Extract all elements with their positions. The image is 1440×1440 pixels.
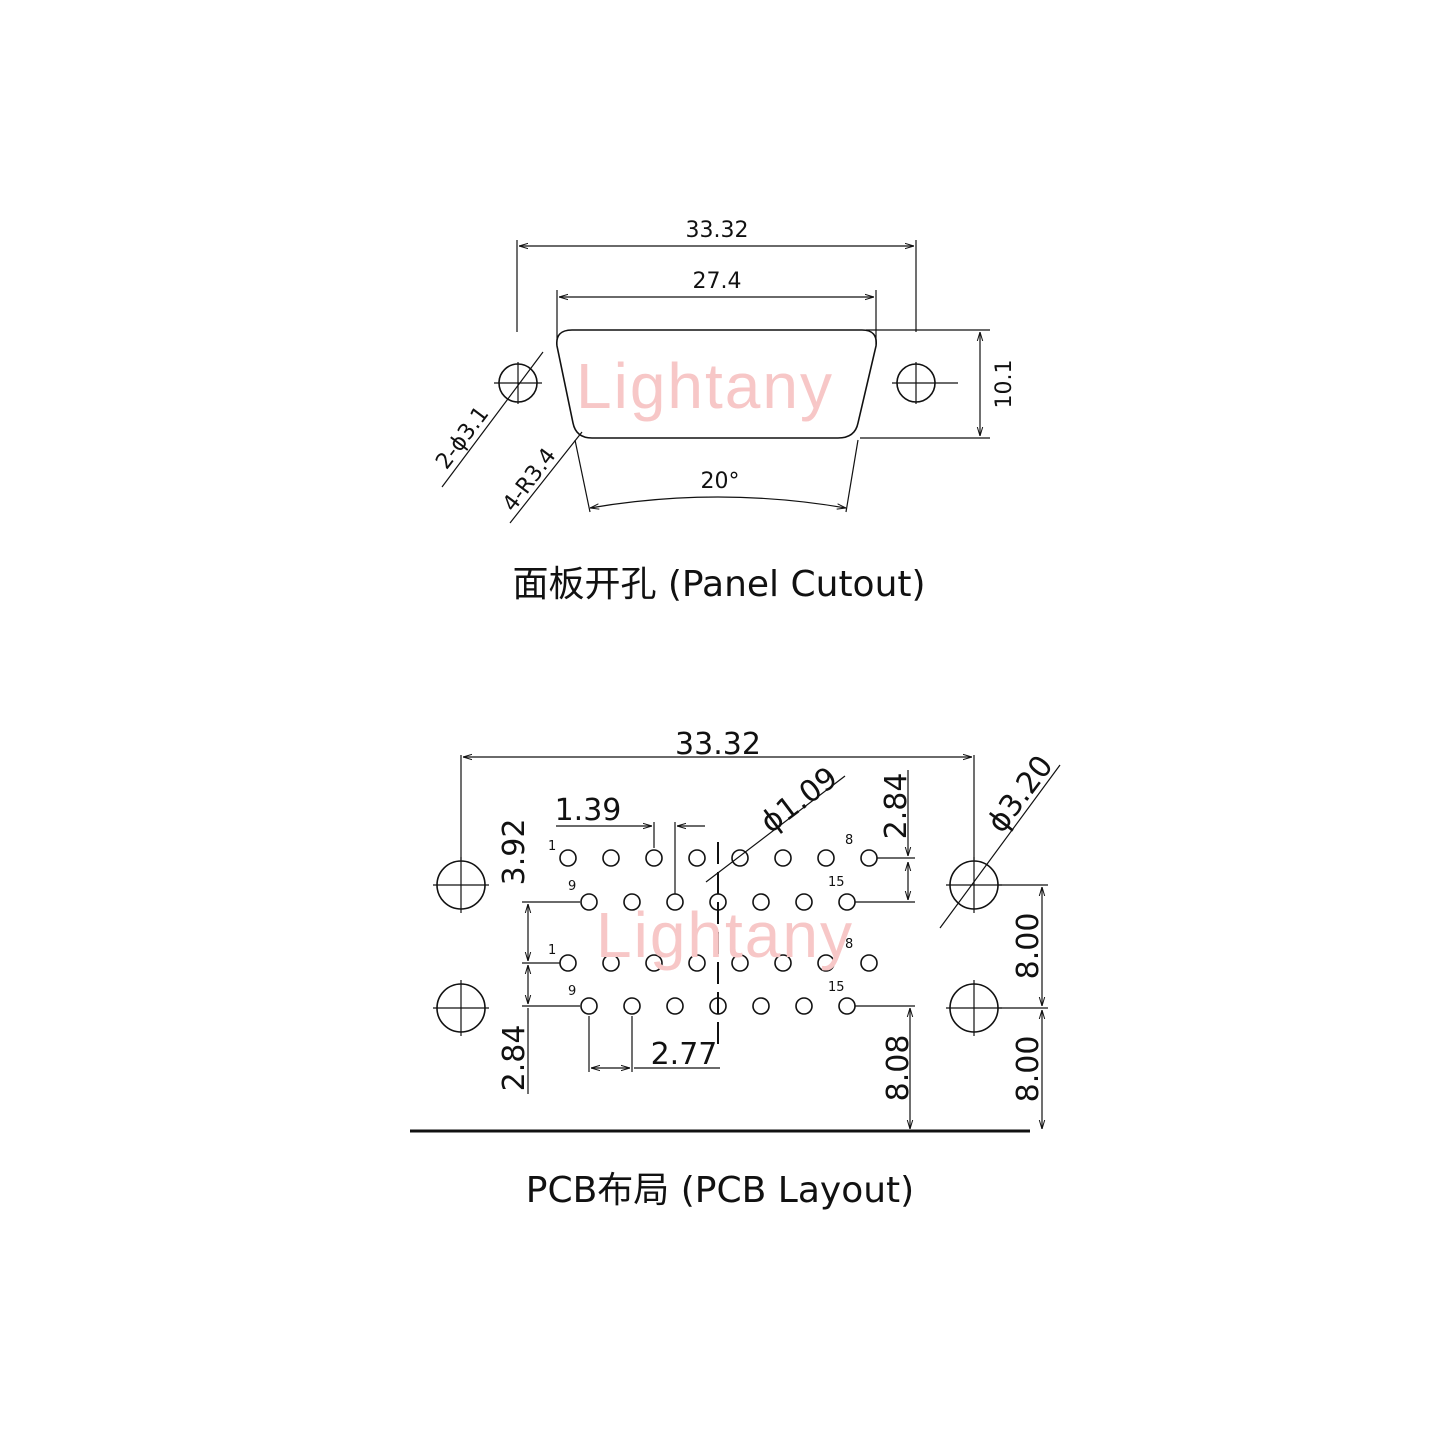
pcb-pin (732, 955, 748, 971)
pcb-pins-top-row-b (581, 894, 855, 910)
pin-label-8: 8 (845, 937, 853, 952)
pin-label-1: 1 (548, 839, 556, 854)
pcb-pin (646, 850, 662, 866)
pcb-dim-row-pitch-top: 2.84 (879, 773, 914, 840)
pcb-pin (560, 850, 576, 866)
pcb-watermark: Lightany (596, 899, 854, 971)
panel-cutout-view (442, 240, 990, 523)
pcb-dim-mount-pitch-top: 8.00 (1011, 913, 1046, 980)
pcb-pin (581, 998, 597, 1014)
pin-label-15: 15 (828, 875, 845, 890)
pcb-caption: PCB布局 (PCB Layout) (526, 1170, 914, 1211)
panel-extension-lines (517, 240, 990, 512)
panel-dim-radius: 4-R3.4 (498, 444, 561, 517)
pcb-dim-edge-dist: 8.08 (881, 1035, 916, 1102)
panel-hole-crosshairs (494, 362, 958, 404)
pcb-pin (753, 894, 769, 910)
pcb-dim-row-offset-left: 3.92 (497, 819, 532, 886)
pcb-pins-bottom-row-b (581, 998, 855, 1014)
pcb-pin (796, 894, 812, 910)
pin-label-8: 8 (845, 833, 853, 848)
pin-label-9: 9 (568, 879, 576, 894)
pcb-mount-crosshairs (433, 857, 1002, 1036)
pcb-layout-view (410, 755, 1060, 1131)
pcb-dim-pin-dia: ϕ1.09 (754, 760, 844, 840)
pcb-pin (689, 850, 705, 866)
pcb-pin (560, 955, 576, 971)
panel-dim-angle: 20° (701, 469, 740, 494)
pcb-pin (796, 998, 812, 1014)
pcb-dimension-lines (463, 757, 1060, 1129)
panel-dim-hole: 2-ϕ3.1 (431, 402, 494, 474)
pcb-pin (624, 894, 640, 910)
pcb-pin (667, 998, 683, 1014)
pcb-pin (839, 998, 855, 1014)
pcb-pin (753, 998, 769, 1014)
panel-dim-height: 10.1 (992, 360, 1017, 409)
pcb-pin (603, 955, 619, 971)
pcb-pin (861, 850, 877, 866)
pcb-pin (581, 894, 597, 910)
pin-label-1: 1 (548, 943, 556, 958)
pcb-pin (603, 850, 619, 866)
panel-dim-overall-width: 33.32 (686, 218, 749, 243)
pcb-dim-row-pitch-bottom: 2.84 (497, 1025, 532, 1092)
pcb-dim-mount-pitch-bottom: 8.00 (1011, 1036, 1046, 1103)
pcb-pin (775, 955, 791, 971)
panel-caption: 面板开孔 (Panel Cutout) (512, 564, 925, 605)
pcb-dim-pin-pitch: 2.77 (651, 1037, 718, 1072)
pcb-pin (624, 998, 640, 1014)
panel-dim-shell-width: 27.4 (693, 269, 742, 294)
pcb-pin (732, 850, 748, 866)
pcb-dim-mount-dia: ϕ3.20 (980, 749, 1060, 839)
pcb-pin (689, 955, 705, 971)
pcb-pin (775, 850, 791, 866)
pcb-pin (646, 955, 662, 971)
pcb-pin (861, 955, 877, 971)
pcb-dim-overall-width: 33.32 (675, 727, 761, 762)
panel-dimension-lines (442, 246, 980, 523)
pcb-pin (818, 955, 834, 971)
pin-label-15: 15 (828, 980, 845, 995)
panel-watermark: Lightany (576, 350, 834, 422)
pcb-pin (818, 850, 834, 866)
pin-label-9: 9 (568, 984, 576, 999)
pcb-dim-pin-offset: 1.39 (555, 793, 622, 828)
